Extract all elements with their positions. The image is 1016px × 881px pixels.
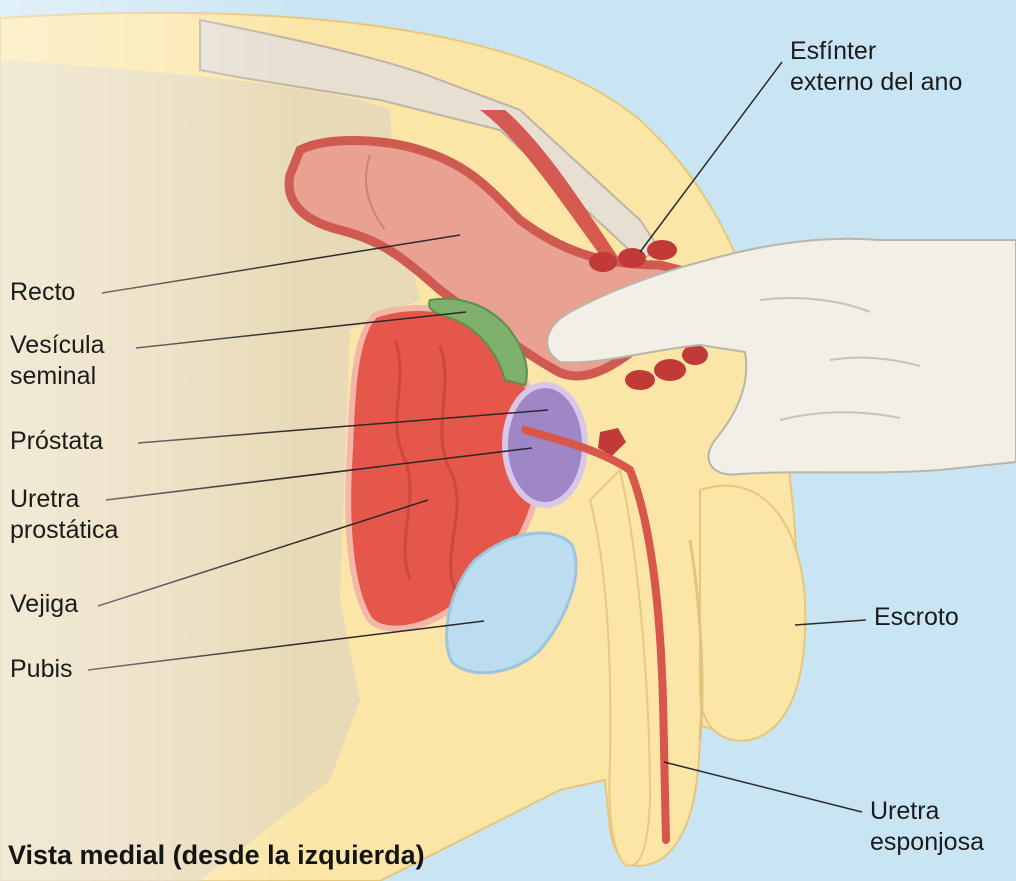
label-uretra-prostatica: Uretra prostática: [10, 484, 118, 546]
sphincter-segment: [682, 345, 708, 365]
label-uretra-esponjosa: Uretra esponjosa: [870, 796, 984, 858]
label-esfinter-externo-del-ano: Esfínter externo del ano: [790, 36, 962, 98]
label-escroto: Escroto: [874, 602, 959, 633]
sphincter-segment: [589, 252, 617, 272]
sphincter-segment: [625, 370, 655, 390]
label-vesicula-seminal: Vesícula seminal: [10, 330, 105, 392]
label-vejiga: Vejiga: [10, 589, 78, 620]
label-pubis: Pubis: [10, 654, 73, 685]
label-recto: Recto: [10, 277, 75, 308]
sphincter-segment: [647, 240, 677, 260]
sphincter-segment: [618, 248, 646, 268]
label-prostata: Próstata: [10, 426, 103, 457]
figure-caption: Vista medial (desde la izquierda): [8, 840, 425, 871]
sphincter-segment: [654, 359, 686, 381]
